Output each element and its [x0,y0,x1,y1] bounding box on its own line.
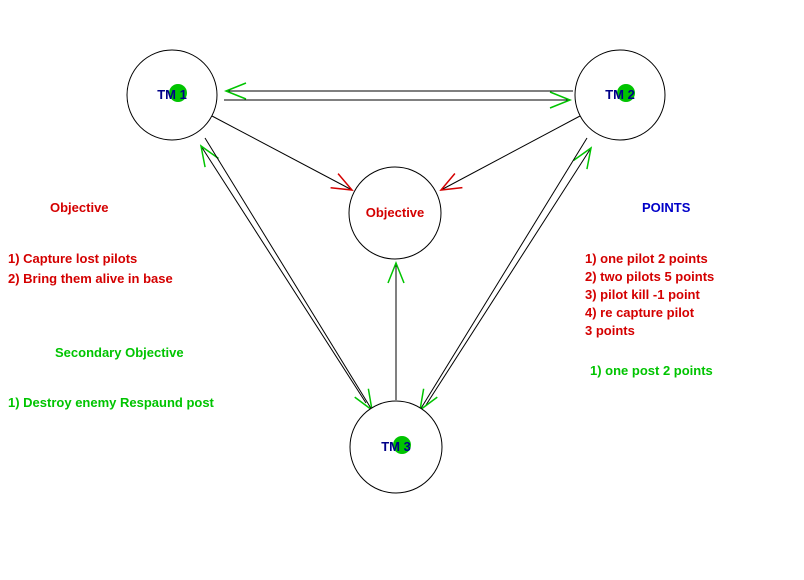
arrow-tm2-to-objective [439,115,581,191]
arrow-tm3-to-tm1 [199,144,367,404]
team-marker-dot-tm3 [393,436,411,454]
points-item-4-continued: 3 points [585,323,635,338]
objective-heading: Objective [50,200,109,215]
secondary-objective-heading: Secondary Objective [55,345,184,360]
team-marker-dot-tm1 [169,84,187,102]
node-label-tm1: TM 1 [157,87,187,102]
points-secondary-item-1: 1) one post 2 points [590,363,713,378]
node-objective [348,166,442,260]
arrow-tm2-to-tm3 [418,137,588,412]
arrow-tm3-to-tm2 [425,146,593,406]
points-heading: POINTS [642,200,691,215]
node-label-tm2: TM 2 [605,87,635,102]
node-label-objective: Objective [366,205,425,220]
points-item-4: 4) re capture pilot [585,305,695,320]
node-label-tm3: TM 3 [381,439,411,454]
arrow-tm1-to-objective [211,115,354,191]
objective-item-1: 1) Capture lost pilots [8,251,137,266]
team-marker-dot-tm2 [617,84,635,102]
points-item-2: 2) two pilots 5 points [585,269,714,284]
objective-item-2: 2) Bring them alive in base [8,271,173,286]
secondary-objective-item-1: 1) Destroy enemy Respaund post [8,395,215,410]
points-item-3: 3) pilot kill -1 point [585,287,701,302]
arrow-tm1-to-tm3 [204,137,374,412]
points-item-1: 1) one pilot 2 points [585,251,708,266]
